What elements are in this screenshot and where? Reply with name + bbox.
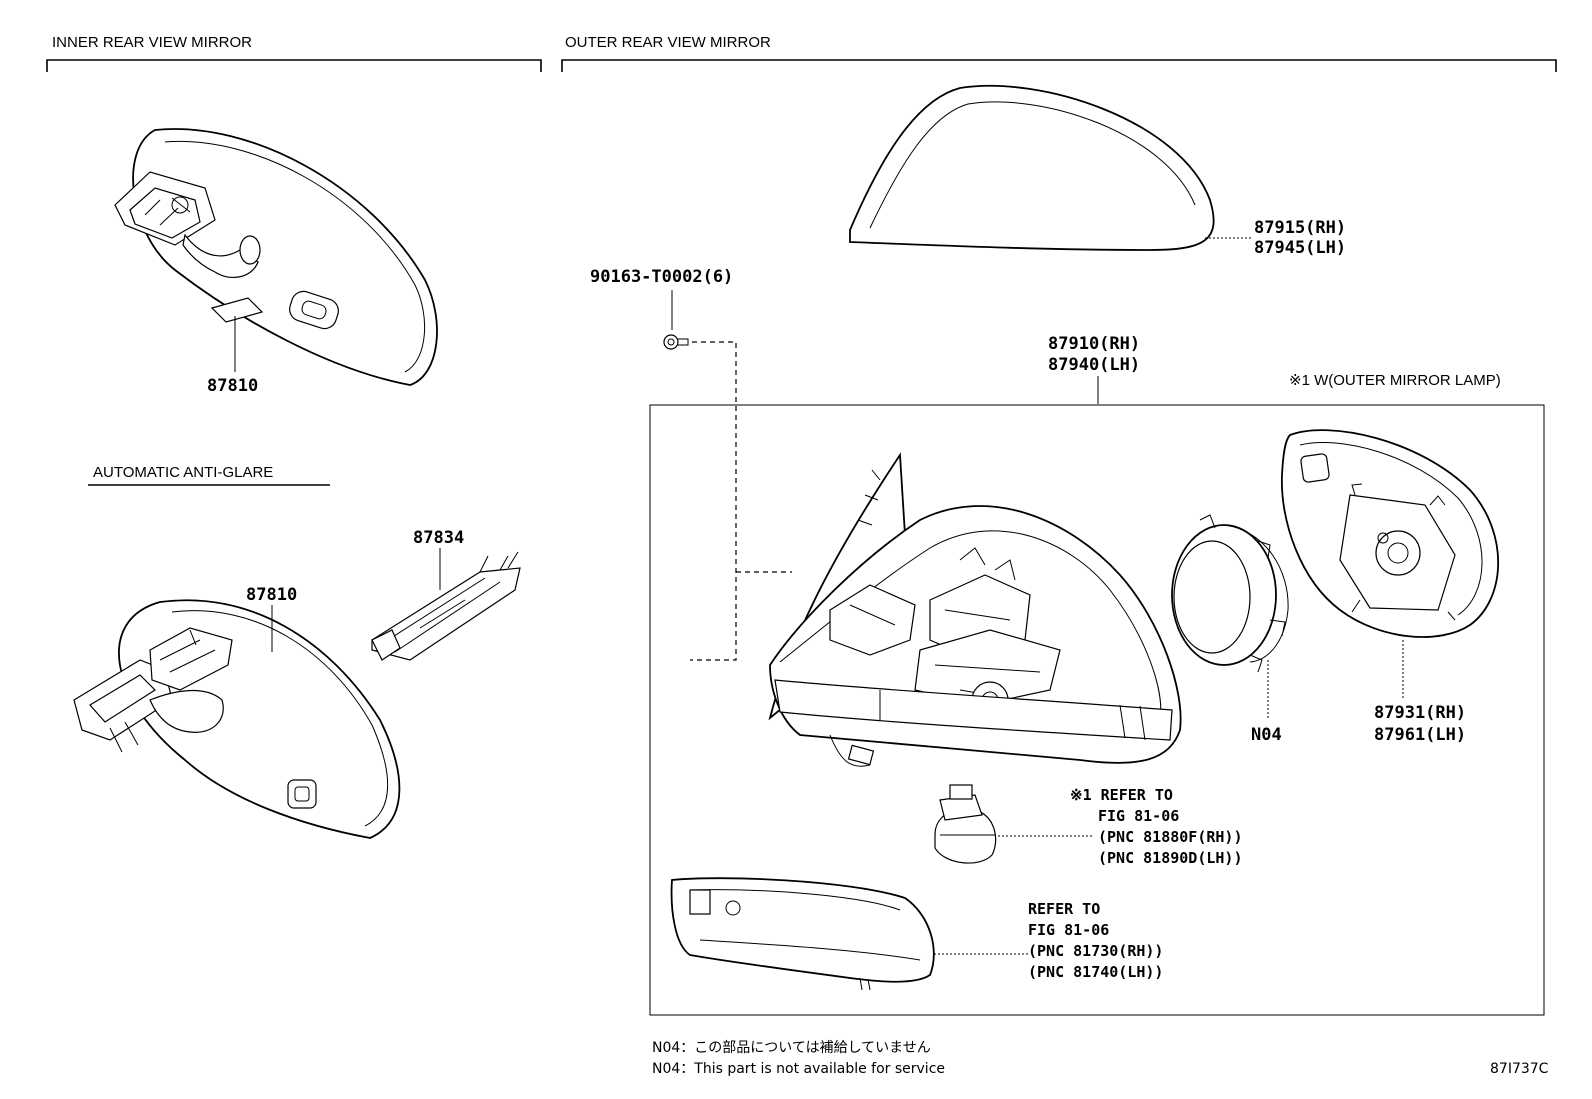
- label-87810-a: 87810: [207, 376, 258, 396]
- mirror-cover-illustration: [849, 84, 1215, 251]
- refer-lamp-line-3: (PNC 81880F(RH)): [1098, 828, 1243, 846]
- label-cover-lh: 87945(LH): [1254, 238, 1346, 258]
- label-glass-rh: 87931(RH): [1374, 703, 1466, 723]
- label-87834: 87834: [413, 528, 464, 548]
- mirror-lamp-illustration: [934, 784, 997, 864]
- refer-signal-line-1: REFER TO: [1028, 900, 1100, 918]
- label-n04: N04: [1251, 725, 1282, 745]
- refer-lamp-line-1: ※1 REFER TO: [1070, 786, 1173, 804]
- mirror-glass-illustration: [1281, 429, 1500, 638]
- lamp-note: ※1 W(OUTER MIRROR LAMP): [1289, 372, 1501, 389]
- inner-mirror-illustration: [114, 128, 438, 386]
- anti-glare-mirror-illustration: [73, 599, 401, 839]
- refer-lamp-line-4: (PNC 81890D(LH)): [1098, 849, 1243, 867]
- label-screw: 90163-T0002(6): [590, 267, 733, 287]
- section-title-anti-glare: AUTOMATIC ANTI-GLARE: [93, 464, 273, 481]
- turn-signal-illustration: [670, 877, 935, 991]
- refer-signal-line-3: (PNC 81730(RH)): [1028, 942, 1163, 960]
- footnote-jp: N04：この部品については補給していません: [652, 1040, 931, 1056]
- figure-code: 87I737C: [1490, 1061, 1549, 1077]
- section-title-inner: INNER REAR VIEW MIRROR: [52, 34, 252, 51]
- screw-icon: [663, 334, 689, 350]
- label-cover-rh: 87915(RH): [1254, 218, 1346, 238]
- refer-signal-line-4: (PNC 81740(LH)): [1028, 963, 1163, 981]
- refer-signal-line-2: FIG 81-06: [1028, 921, 1109, 939]
- label-assy-lh: 87940(LH): [1048, 355, 1140, 375]
- refer-lamp-line-2: FIG 81-06: [1098, 807, 1179, 825]
- footnote-en: N04：This part is not available for servi…: [652, 1061, 945, 1077]
- section-bracket-outer: [561, 59, 1557, 72]
- label-glass-lh: 87961(LH): [1374, 725, 1466, 745]
- label-87810-b: 87810: [246, 585, 297, 605]
- section-title-outer: OUTER REAR VIEW MIRROR: [565, 34, 771, 51]
- label-assy-rh: 87910(RH): [1048, 334, 1140, 354]
- assy-frame: [649, 404, 1545, 1016]
- mirror-assy-illustration: [768, 452, 1182, 767]
- connector-87834-illustration: [371, 551, 521, 661]
- actuator-n04-illustration: [1171, 514, 1289, 673]
- screw-dashed-guide: [690, 341, 737, 661]
- section-bracket-inner: [46, 59, 542, 72]
